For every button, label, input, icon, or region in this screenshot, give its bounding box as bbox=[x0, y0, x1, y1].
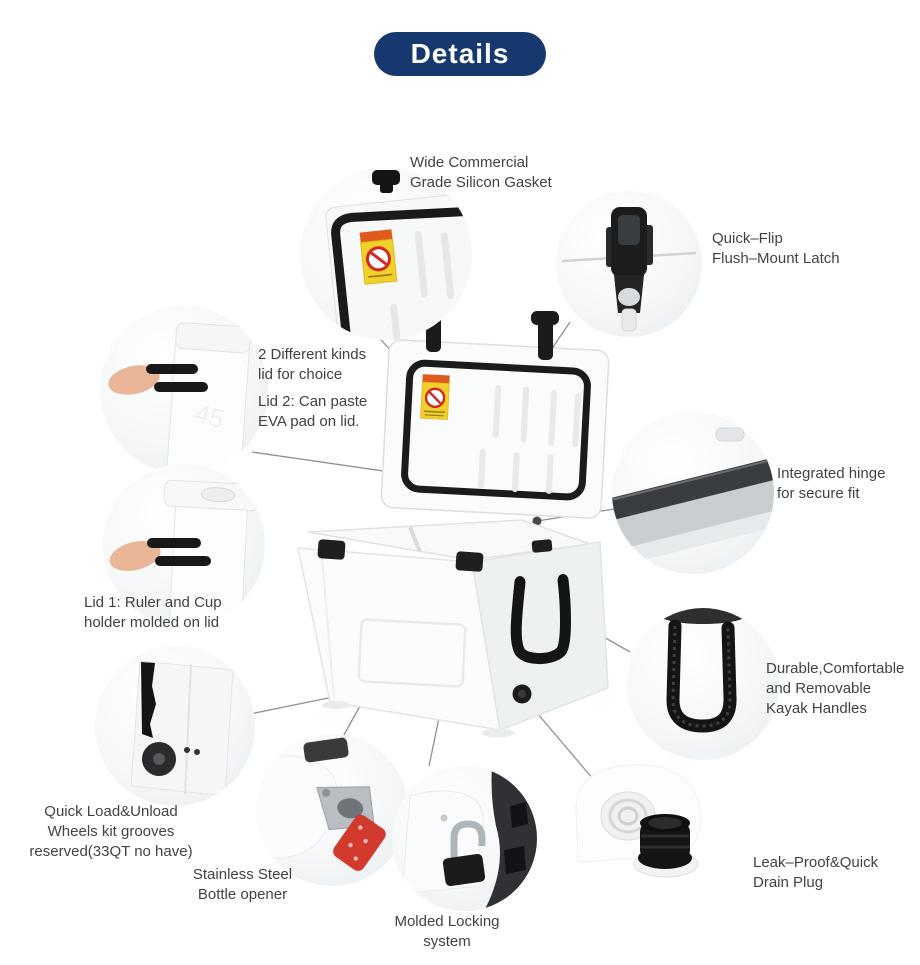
label-lid-kinds: 2 Different kinds lid for choice bbox=[258, 346, 367, 383]
hand bbox=[109, 541, 161, 571]
drain-plug-detail-photo bbox=[568, 760, 710, 890]
label-opener: Stainless Steel Bottle opener bbox=[192, 866, 293, 903]
lock-body bbox=[442, 853, 486, 887]
locking-system-detail-photo bbox=[392, 766, 537, 911]
shadow-area bbox=[484, 766, 537, 911]
drain-plug-part bbox=[633, 814, 699, 878]
handle-grip bbox=[146, 364, 208, 392]
details-title-text: Details bbox=[410, 38, 510, 69]
cooler-illustration bbox=[297, 301, 610, 738]
details-title-badge: Details bbox=[374, 32, 546, 76]
label-gasket: Wide Commercial Grade Silicon Gasket bbox=[410, 154, 552, 191]
cup-holder bbox=[200, 487, 236, 503]
latch-detail-photo bbox=[556, 191, 702, 337]
label-drain: Leak–Proof&Quick Drain Plug bbox=[753, 854, 879, 891]
flush-mount-latch bbox=[606, 207, 653, 332]
handle-grip bbox=[147, 538, 211, 566]
lid-gasket bbox=[401, 359, 591, 501]
lid2-detail-photo: 45 bbox=[100, 306, 268, 474]
label-lid2: Lid 2: Can paste EVA pad on lid. bbox=[258, 393, 368, 430]
label-hinge: Integrated hinge for secure fit bbox=[777, 465, 886, 502]
warning-sticker bbox=[420, 374, 450, 420]
warning-sticker-zoom bbox=[359, 229, 398, 285]
label-latch: Quick–Flip Flush–Mount Latch bbox=[712, 230, 840, 267]
hand bbox=[108, 365, 160, 395]
lid1-detail-photo bbox=[103, 464, 265, 626]
groove-slot bbox=[141, 662, 156, 738]
metal-hook bbox=[450, 820, 486, 858]
label-wheels: Quick Load&Unload Wheels kit grooves res… bbox=[29, 803, 193, 860]
body-latch-keepers bbox=[317, 539, 553, 572]
label-kayak: Durable,Comfortable and Removable Kayak … bbox=[766, 660, 905, 717]
gasket-corner bbox=[331, 207, 469, 340]
cooler-open-lid bbox=[380, 339, 610, 519]
red-bottle-cap bbox=[333, 814, 386, 871]
interior-divider bbox=[408, 526, 422, 553]
gasket-detail-photo bbox=[300, 168, 472, 340]
lid-ribs bbox=[478, 385, 581, 494]
bottle-opener-detail-photo bbox=[256, 734, 408, 886]
label-lid1: Lid 1: Ruler and Cup holder molded on li… bbox=[84, 594, 222, 631]
kayak-handle bbox=[510, 574, 571, 664]
label-locking: Molded Locking system bbox=[394, 913, 500, 950]
hinge-band bbox=[612, 449, 774, 525]
rope-handle bbox=[666, 619, 737, 733]
wheel-groove-detail-photo bbox=[95, 646, 255, 806]
lid-clip-tab bbox=[372, 170, 400, 193]
cooler-side-face bbox=[471, 541, 609, 732]
front-molded-recess bbox=[357, 618, 467, 688]
hinge-detail-photo bbox=[612, 412, 774, 574]
kayak-handle-detail-photo bbox=[627, 608, 779, 760]
